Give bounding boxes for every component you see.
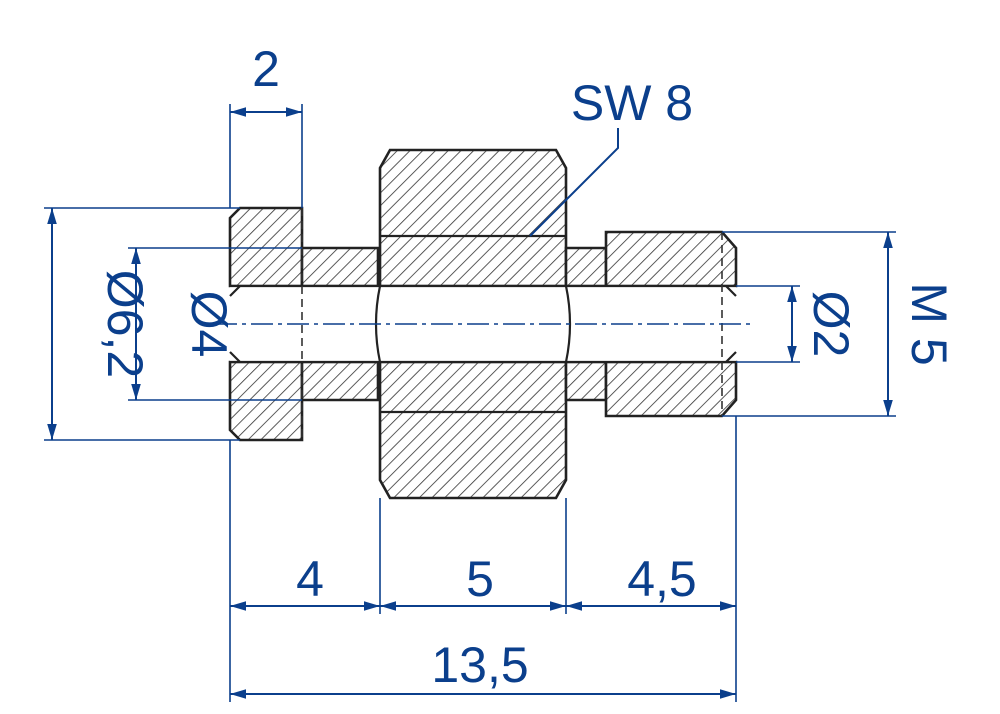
bore-chamfer-right xyxy=(725,285,737,363)
dimensions: 2 SW 8 Ø6,2 Ø4 Ø2 M 5 4 5 xyxy=(44,41,957,702)
thread-upper xyxy=(604,230,738,288)
neck-lower-right xyxy=(564,360,608,402)
dim-thread: M 5 xyxy=(901,282,957,365)
dim-bore-diameter: Ø2 xyxy=(803,291,859,358)
hex-lower xyxy=(378,360,568,500)
hex-upper xyxy=(378,148,568,288)
neck-lower-left xyxy=(300,360,380,402)
dim-overall-length: 13,5 xyxy=(431,637,528,693)
flange-lower xyxy=(228,360,304,442)
leader-sw8 xyxy=(529,128,619,237)
dim-wrench-size: SW 8 xyxy=(571,75,693,131)
flange-upper xyxy=(228,206,304,288)
neck-upper-left xyxy=(300,246,380,288)
bore-chamfer-left xyxy=(229,285,241,363)
dim-segment-middle: 5 xyxy=(466,551,494,607)
neck-upper-right xyxy=(564,246,608,288)
dim-top-width: 2 xyxy=(252,41,280,97)
dim-outer-diameter: Ø6,2 xyxy=(97,270,153,378)
fitting-section xyxy=(215,148,750,500)
dim-segment-left: 4 xyxy=(296,551,324,607)
dim-inner-diameter: Ø4 xyxy=(181,291,237,358)
dim-segment-right: 4,5 xyxy=(627,551,697,607)
thread-lower xyxy=(604,360,738,418)
